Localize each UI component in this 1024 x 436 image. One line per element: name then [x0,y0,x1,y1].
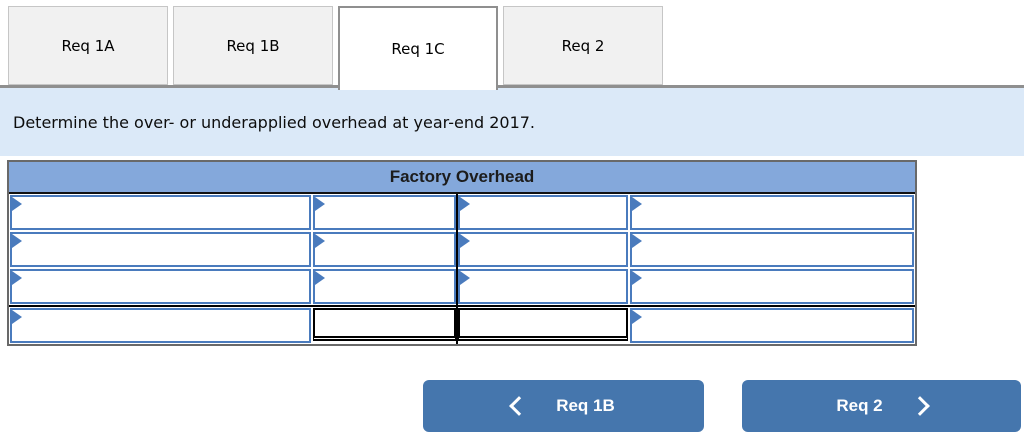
requirement-tabs: Req 1A Req 1B Req 1C Req 2 [8,6,663,90]
taccount-cell[interactable] [313,269,456,304]
dropdown-flag-icon [460,271,470,285]
instruction-bar: Determine the over- or underapplied over… [0,88,1024,156]
taccount-cell[interactable] [10,195,311,230]
taccount-cell[interactable] [458,269,628,304]
prev-button-label: Req 1B [556,396,615,415]
taccount-cell[interactable] [630,308,914,343]
table-row-balance [9,307,915,344]
table-row [9,231,915,268]
table-title: Factory Overhead [9,162,915,194]
dropdown-flag-icon [632,197,642,211]
dropdown-flag-icon [315,234,325,248]
tab-underline [0,85,1024,88]
total-rule [9,305,915,307]
taccount-cell[interactable] [10,308,311,343]
taccount-cell[interactable] [630,232,914,267]
taccount-cell[interactable] [313,195,456,230]
dropdown-flag-icon [315,197,325,211]
instruction-text: Determine the over- or underapplied over… [13,112,536,132]
taccount-cell[interactable] [10,232,311,267]
taccount-body [9,194,915,344]
taccount-cell[interactable] [313,232,456,267]
dropdown-flag-icon [315,271,325,285]
tab-req-1c[interactable]: Req 1C [338,6,498,90]
dropdown-flag-icon [460,197,470,211]
dropdown-flag-icon [632,234,642,248]
taccount-cell[interactable] [630,195,914,230]
next-button-label: Req 2 [836,396,883,415]
balance-cell[interactable] [458,308,628,341]
taccount-cell[interactable] [458,195,628,230]
prev-button[interactable]: Req 1B [423,380,704,432]
tab-req-2[interactable]: Req 2 [503,6,663,85]
dropdown-flag-icon [12,271,22,285]
dropdown-flag-icon [12,234,22,248]
factory-overhead-table: Factory Overhead [7,160,917,346]
taccount-cell[interactable] [10,269,311,304]
table-row [9,268,915,305]
balance-cell[interactable] [313,308,456,341]
dropdown-flag-icon [12,197,22,211]
t-account-divider [456,194,458,344]
chevron-right-icon [909,396,930,416]
dropdown-flag-icon [460,234,470,248]
dropdown-flag-icon [632,271,642,285]
dropdown-flag-icon [12,310,22,324]
taccount-cell[interactable] [630,269,914,304]
tab-req-1b[interactable]: Req 1B [173,6,333,85]
table-row [9,194,915,231]
next-button[interactable]: Req 2 [742,380,1021,432]
taccount-cell[interactable] [458,232,628,267]
tab-req-1a[interactable]: Req 1A [8,6,168,85]
dropdown-flag-icon [632,310,642,324]
chevron-left-icon [509,396,530,416]
